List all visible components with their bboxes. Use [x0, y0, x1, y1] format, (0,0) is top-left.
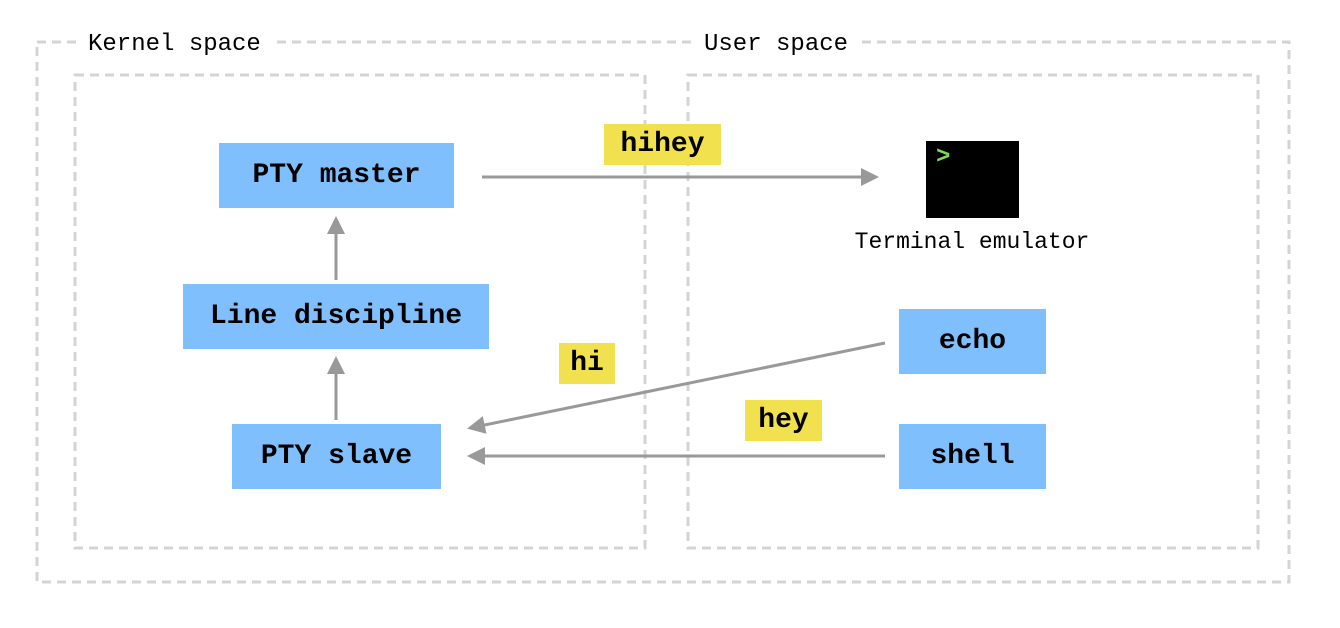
flow-tag-hey: hey — [745, 400, 822, 441]
pty-slave-label: PTY slave — [260, 440, 413, 472]
kernel-space-frame — [73, 73, 647, 550]
echo-box: echo — [899, 309, 1046, 374]
line-discipline-box: Line discipline — [183, 284, 489, 349]
terminal-prompt-icon: > — [936, 144, 951, 171]
arrow-echo-to-slave — [467, 341, 886, 434]
outer-frame — [35, 40, 1291, 584]
user-space-title: User space — [694, 30, 859, 60]
terminal-emulator-label: Terminal emulator — [854, 229, 1090, 255]
pty-master-box: PTY master — [219, 143, 454, 208]
shell-label: shell — [930, 440, 1015, 472]
user-space-frame — [686, 73, 1260, 550]
pty-master-label: PTY master — [252, 159, 421, 191]
shell-box: shell — [899, 424, 1046, 489]
flow-tag-hi: hi — [559, 343, 615, 384]
echo-label: echo — [938, 325, 1007, 357]
pty-slave-box: PTY slave — [232, 424, 441, 489]
kernel-space-title: Kernel space — [78, 30, 271, 60]
terminal-emulator-window: > — [926, 141, 1019, 218]
flow-tag-hihey: hihey — [604, 124, 721, 165]
line-discipline-label: Line discipline — [209, 300, 463, 332]
